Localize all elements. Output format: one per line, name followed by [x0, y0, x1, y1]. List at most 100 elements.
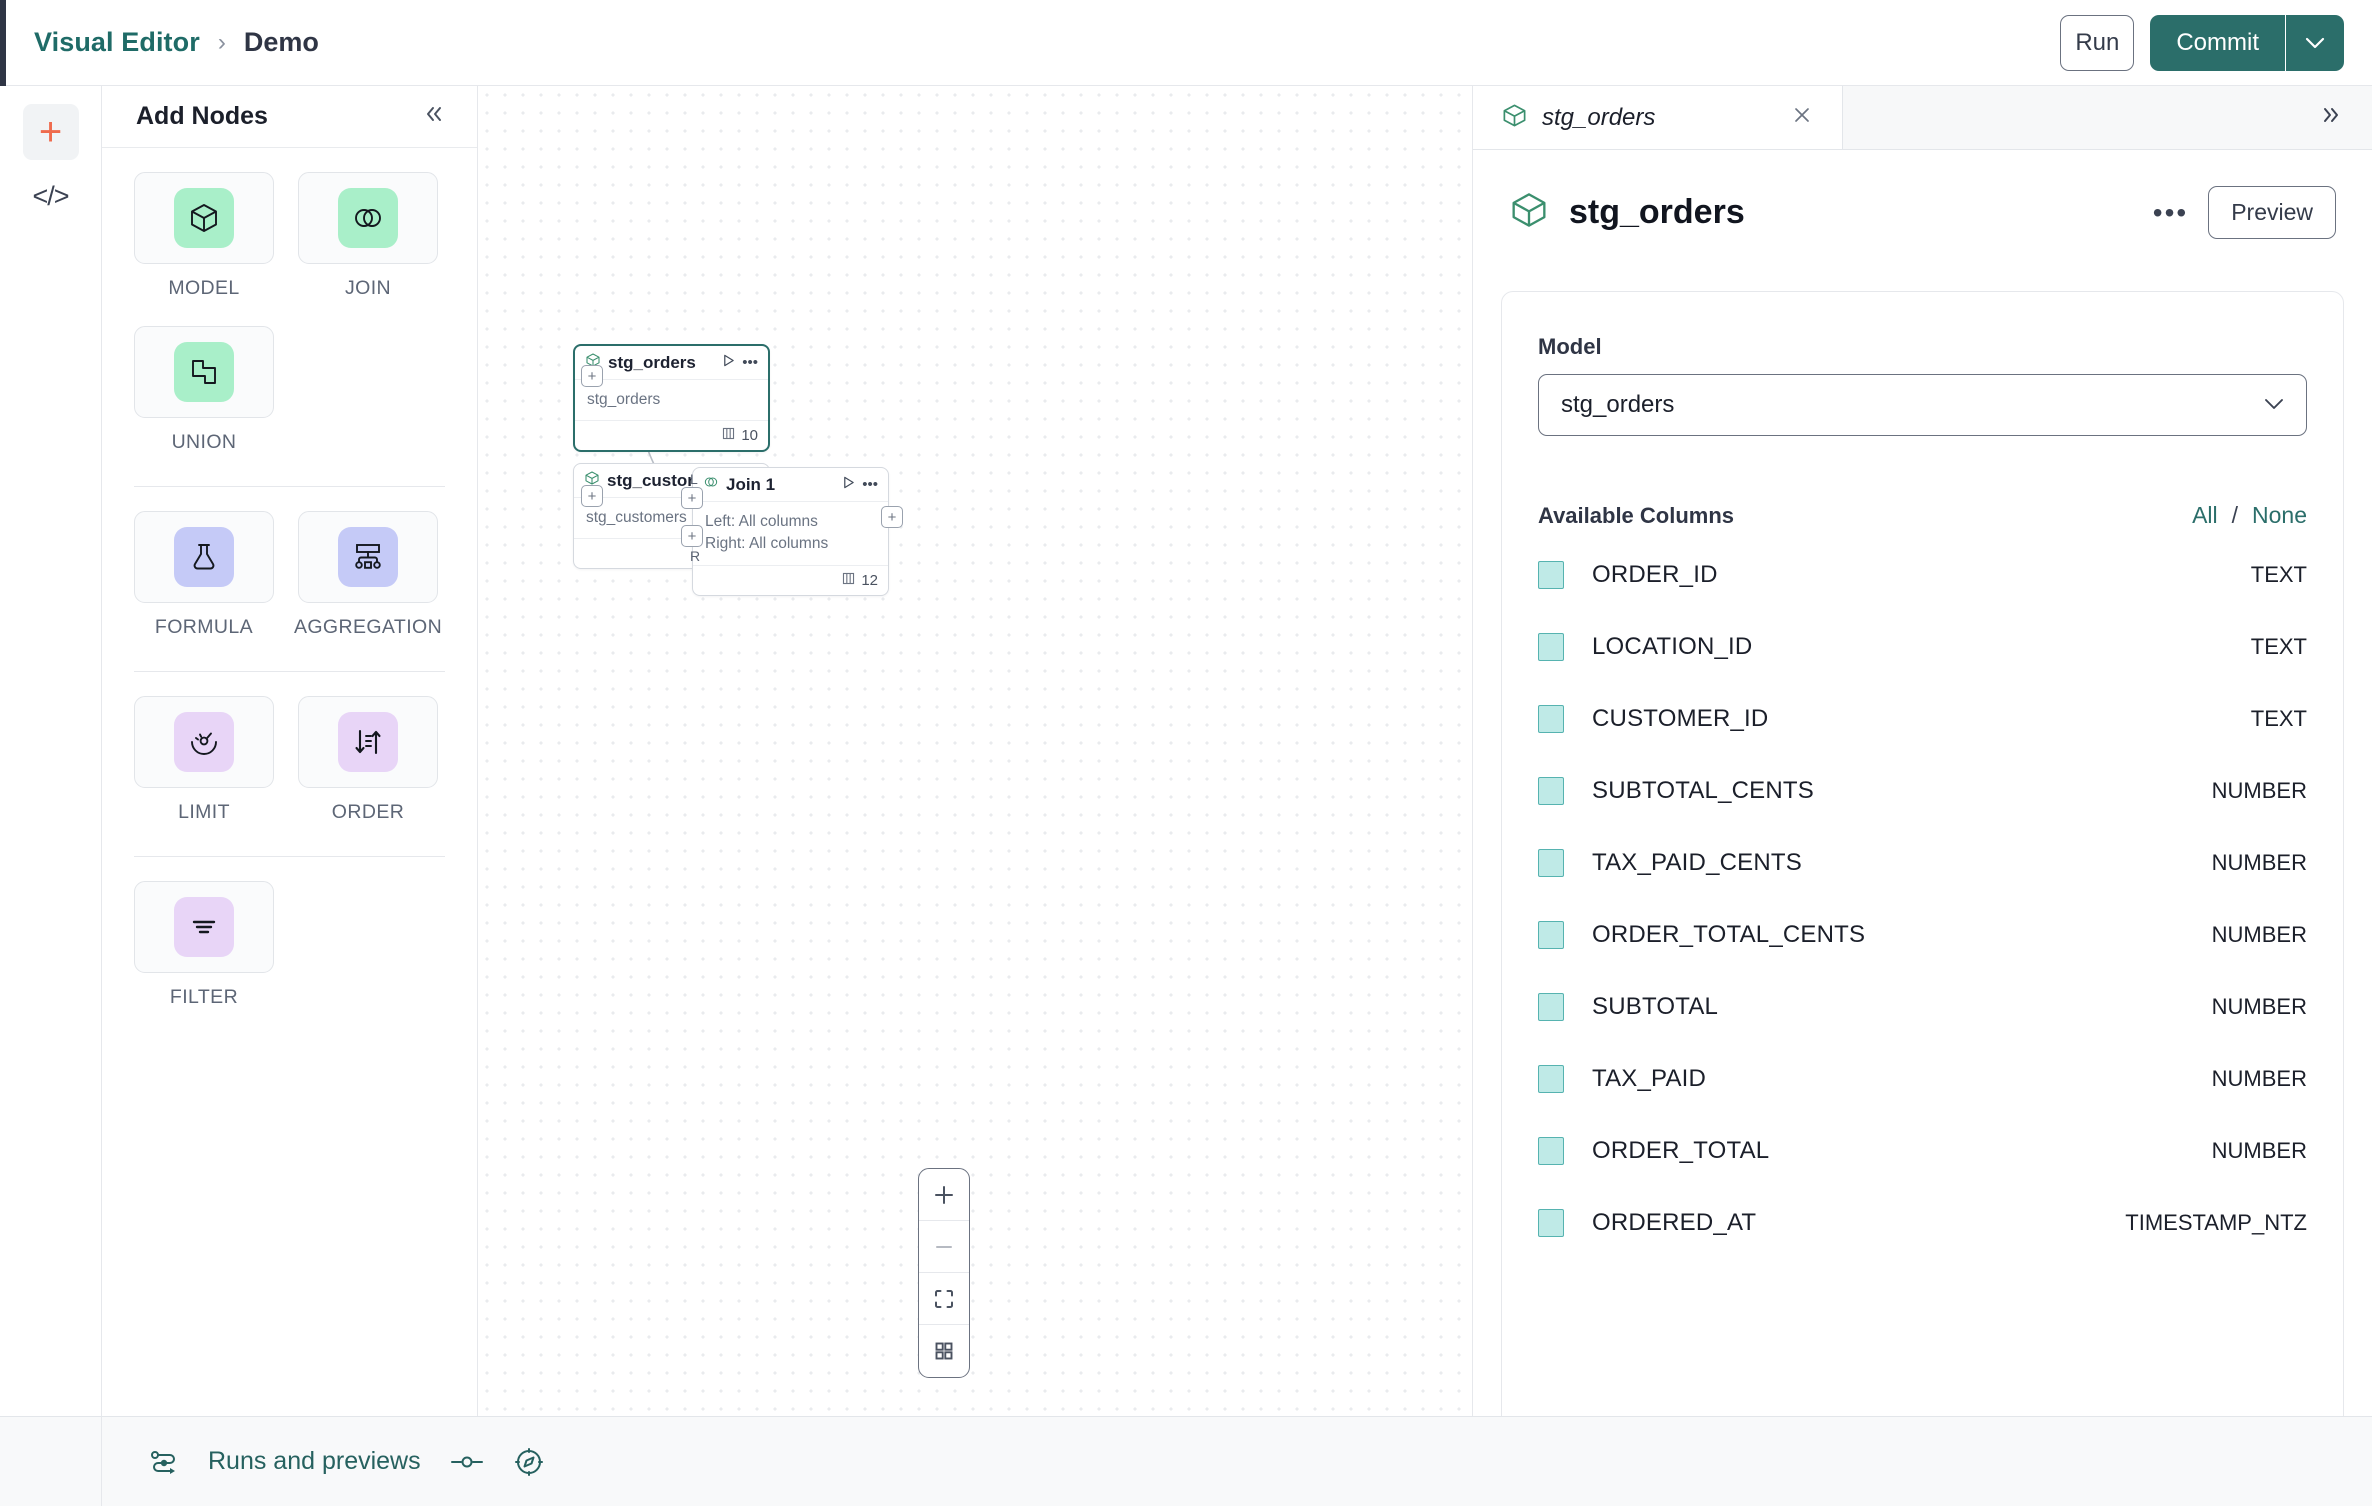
column-checkbox[interactable]: [1538, 705, 1564, 733]
column-name: ORDER_ID: [1592, 561, 2251, 589]
column-row[interactable]: SUBTOTAL_CENTS NUMBER: [1538, 755, 2307, 827]
column-row[interactable]: SUBTOTAL NUMBER: [1538, 971, 2307, 1043]
breadcrumb-current-page: Demo: [244, 27, 319, 58]
column-checkbox[interactable]: [1538, 777, 1564, 805]
close-icon[interactable]: [1792, 104, 1812, 132]
node-more-icon[interactable]: •••: [742, 354, 758, 371]
node-group-transforms: FORMULA AGGREGATION: [102, 487, 477, 649]
column-row[interactable]: ORDER_TOTAL_CENTS NUMBER: [1538, 899, 2307, 971]
add-node-rail-button[interactable]: +: [23, 104, 79, 160]
node-subtitle-left: Left: All columns: [705, 511, 876, 533]
add-nodes-panel: Add Nodes MODEL: [102, 86, 478, 1416]
node-output-handle-customers[interactable]: +: [581, 485, 603, 507]
column-row[interactable]: ORDERED_AT TIMESTAMP_NTZ: [1538, 1187, 2307, 1259]
column-name: TAX_PAID: [1592, 1065, 2212, 1093]
zoom-out-icon[interactable]: [919, 1221, 969, 1273]
cube-icon: [1501, 102, 1528, 134]
columns-icon: [842, 572, 855, 589]
commit-dropdown-caret-icon[interactable]: [2286, 15, 2344, 71]
pipeline-icon[interactable]: [148, 1448, 180, 1476]
column-checkbox[interactable]: [1538, 1065, 1564, 1093]
node-more-icon[interactable]: •••: [862, 476, 878, 493]
column-row[interactable]: LOCATION_ID TEXT: [1538, 611, 2307, 683]
tab-stg-orders[interactable]: stg_orders: [1473, 86, 1843, 149]
flow-edges: [478, 86, 1473, 1416]
flow-canvas[interactable]: stg_orders ••• stg_orders 10 +: [478, 86, 1473, 1416]
model-select[interactable]: stg_orders: [1538, 374, 2307, 436]
node-footer: 10: [575, 420, 768, 450]
node-group-sources: MODEL JOIN UNION: [102, 148, 477, 464]
node-output-handle-orders[interactable]: +: [581, 365, 603, 387]
column-name: ORDER_TOTAL: [1592, 1137, 2212, 1165]
node-footer: 12: [693, 565, 888, 595]
grid-icon[interactable]: [919, 1325, 969, 1377]
node-item-filter[interactable]: FILTER: [134, 881, 274, 1009]
breadcrumb: Visual Editor › Demo: [34, 27, 319, 58]
select-all-link[interactable]: All: [2192, 502, 2218, 529]
node-subtitle-right: Right: All columns: [705, 533, 876, 555]
commit-button[interactable]: Commit: [2150, 15, 2286, 71]
column-checkbox[interactable]: [1538, 1209, 1564, 1237]
runs-and-previews-label[interactable]: Runs and previews: [208, 1447, 421, 1476]
column-type: NUMBER: [2212, 1138, 2307, 1164]
column-checkbox[interactable]: [1538, 849, 1564, 877]
cube-icon: [174, 188, 234, 248]
filter-icon: [174, 897, 234, 957]
column-row[interactable]: TAX_PAID_CENTS NUMBER: [1538, 827, 2307, 899]
fit-view-icon[interactable]: [919, 1273, 969, 1325]
limit-icon: [174, 712, 234, 772]
join-output-handle[interactable]: +: [881, 506, 903, 528]
compass-icon[interactable]: [513, 1446, 545, 1478]
zoom-in-icon[interactable]: [919, 1169, 969, 1221]
inspector-title-row: stg_orders ••• Preview: [1473, 150, 2372, 239]
select-separator: /: [2232, 502, 2238, 529]
column-type: NUMBER: [2212, 778, 2307, 804]
model-field-label: Model: [1538, 334, 2307, 360]
node-subtitle: stg_orders: [587, 389, 756, 411]
canvas-node-join-1[interactable]: Join 1 ••• Left: All columns Right: All …: [692, 467, 889, 596]
node-item-label: MODEL: [168, 277, 239, 300]
expand-panel-icon[interactable]: [2319, 104, 2342, 131]
collapse-panel-icon[interactable]: [423, 104, 445, 130]
node-column-count: 12: [861, 572, 878, 589]
join-left-input-handle[interactable]: +: [681, 487, 703, 509]
column-row[interactable]: ORDER_ID TEXT: [1538, 539, 2307, 611]
node-item-label: ORDER: [332, 801, 404, 824]
inspector-tab-bar: stg_orders: [1473, 86, 2372, 150]
union-icon: [174, 342, 234, 402]
column-checkbox[interactable]: [1538, 993, 1564, 1021]
column-row[interactable]: TAX_PAID NUMBER: [1538, 1043, 2307, 1115]
canvas-node-stg-orders[interactable]: stg_orders ••• stg_orders 10: [573, 344, 770, 452]
node-item-join[interactable]: JOIN: [298, 172, 438, 300]
breadcrumb-separator-icon: ›: [218, 29, 226, 57]
breadcrumb-root-link[interactable]: Visual Editor: [34, 27, 200, 58]
node-item-union[interactable]: UNION: [134, 326, 274, 454]
column-checkbox[interactable]: [1538, 561, 1564, 589]
column-checkbox[interactable]: [1538, 1137, 1564, 1165]
node-item-limit[interactable]: LIMIT: [134, 696, 274, 824]
cube-icon: [1509, 190, 1549, 235]
column-checkbox[interactable]: [1538, 633, 1564, 661]
node-run-icon[interactable]: [722, 354, 735, 371]
node-item-aggregation[interactable]: AGGREGATION: [298, 511, 438, 639]
column-row[interactable]: CUSTOMER_ID TEXT: [1538, 683, 2307, 755]
column-row[interactable]: ORDER_TOTAL NUMBER: [1538, 1115, 2307, 1187]
code-view-rail-button[interactable]: </>: [23, 168, 79, 224]
node-run-icon[interactable]: [842, 476, 855, 493]
node-item-model[interactable]: MODEL: [134, 172, 274, 300]
column-type: NUMBER: [2212, 994, 2307, 1020]
node-group-filter: FILTER: [102, 857, 477, 1019]
node-item-formula[interactable]: FORMULA: [134, 511, 274, 639]
select-none-link[interactable]: None: [2252, 502, 2307, 529]
slider-toggle-icon[interactable]: [449, 1451, 485, 1473]
column-checkbox[interactable]: [1538, 921, 1564, 949]
plus-icon: +: [39, 112, 62, 152]
more-options-icon[interactable]: •••: [2153, 197, 2188, 229]
preview-button[interactable]: Preview: [2208, 186, 2336, 239]
node-item-order[interactable]: ORDER: [298, 696, 438, 824]
page-title: stg_orders: [1569, 193, 2133, 232]
join-right-input-handle[interactable]: +: [681, 525, 703, 547]
join-right-input-label: R: [690, 548, 700, 564]
run-button[interactable]: Run: [2060, 15, 2134, 71]
available-columns-header: Available Columns All / None: [1538, 502, 2307, 529]
